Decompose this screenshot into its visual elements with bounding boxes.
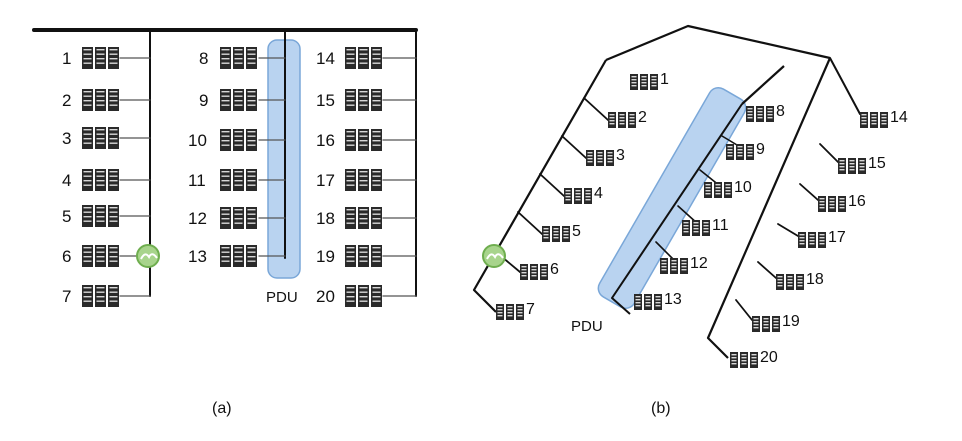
server-label: 5 (572, 223, 581, 240)
server-rack-icon (726, 144, 754, 160)
server-rack-icon (220, 89, 257, 111)
server-rack-icon (345, 47, 382, 69)
server-rack-icon (220, 207, 257, 229)
server-rack-icon (730, 352, 758, 368)
wiring-b (472, 24, 861, 359)
server-label: 1 (660, 71, 669, 88)
server-label: 18 (806, 271, 824, 288)
server-rack-icon (860, 112, 888, 128)
server-rack-icon (345, 285, 382, 307)
server-label: 17 (828, 229, 846, 246)
server-rack-icon (798, 232, 826, 248)
server-label: 17 (316, 171, 335, 190)
caption-b: (b) (651, 400, 671, 417)
pdu-highlight-b (597, 86, 747, 310)
server-rack-icon (542, 226, 570, 242)
server-rack-icon (345, 89, 382, 111)
server-rack-icon (82, 89, 119, 111)
server-rack-icon (345, 129, 382, 151)
server-rack-icon (776, 274, 804, 290)
server-label: 18 (316, 209, 335, 228)
server-label: 20 (316, 287, 335, 306)
server-rack-icon (345, 245, 382, 267)
server-label: 3 (62, 129, 71, 148)
server-rack-icon (345, 169, 382, 191)
server-rack-icon (752, 316, 780, 332)
server-label: 7 (62, 287, 71, 306)
server-label: 9 (756, 141, 765, 158)
server-rack-icon (220, 47, 257, 69)
server-label: 19 (316, 247, 335, 266)
server-label: 14 (316, 49, 335, 68)
server-label: 14 (890, 109, 908, 126)
server-label: 4 (62, 171, 71, 190)
server-rack-icon (345, 207, 382, 229)
server-label: 6 (62, 247, 71, 266)
wiring-a (32, 28, 418, 297)
server-rack-icon (82, 169, 119, 191)
server-label: 15 (868, 155, 886, 172)
server-rack-icon (660, 258, 688, 274)
server-label: 2 (638, 109, 647, 126)
pdu-label-b: PDU (571, 318, 603, 335)
pdu-label-a: PDU (266, 289, 298, 306)
server-rack-icon (82, 127, 119, 149)
server-label: 1 (62, 49, 71, 68)
server-label: 10 (734, 179, 752, 196)
server-label: 5 (62, 207, 71, 226)
server-label: 13 (664, 291, 682, 308)
server-label: 19 (782, 313, 800, 330)
server-rack-icon (82, 47, 119, 69)
server-label: 12 (690, 255, 708, 272)
server-rack-icon (608, 112, 636, 128)
server-rack-icon (82, 245, 119, 267)
server-rack-icon (746, 106, 774, 122)
server-label: 8 (776, 103, 785, 120)
server-rack-icon (220, 169, 257, 191)
server-rack-icon (682, 220, 710, 236)
server-label: 8 (199, 49, 208, 68)
server-label: 12 (188, 209, 207, 228)
server-rack-icon (520, 264, 548, 280)
server-label: 15 (316, 91, 335, 110)
server-label: 3 (616, 147, 625, 164)
server-rack-icon (82, 205, 119, 227)
server-label: 10 (188, 131, 207, 150)
server-label: 13 (188, 247, 207, 266)
server-label: 2 (62, 91, 71, 110)
server-label: 9 (199, 91, 208, 110)
server-rack-icon (630, 74, 658, 90)
server-label: 16 (848, 193, 866, 210)
server-rack-icon (586, 150, 614, 166)
gateway-node-icon (482, 244, 506, 268)
server-rack-icon (838, 158, 866, 174)
server-label: 20 (760, 349, 778, 366)
server-rack-icon (220, 245, 257, 267)
server-rack-icon (634, 294, 662, 310)
server-label: 6 (550, 261, 559, 278)
server-rack-icon (564, 188, 592, 204)
server-rack-icon (704, 182, 732, 198)
server-rack-icon (82, 285, 119, 307)
server-label: 4 (594, 185, 603, 202)
server-rack-icon (818, 196, 846, 212)
gateway-node-icon (136, 244, 160, 268)
server-label: 11 (188, 171, 206, 190)
server-rack-icon (496, 304, 524, 320)
server-label: 16 (316, 131, 335, 150)
server-label: 11 (712, 217, 729, 234)
server-label: 7 (526, 301, 535, 318)
caption-a: (a) (212, 400, 232, 417)
server-rack-icon (220, 129, 257, 151)
